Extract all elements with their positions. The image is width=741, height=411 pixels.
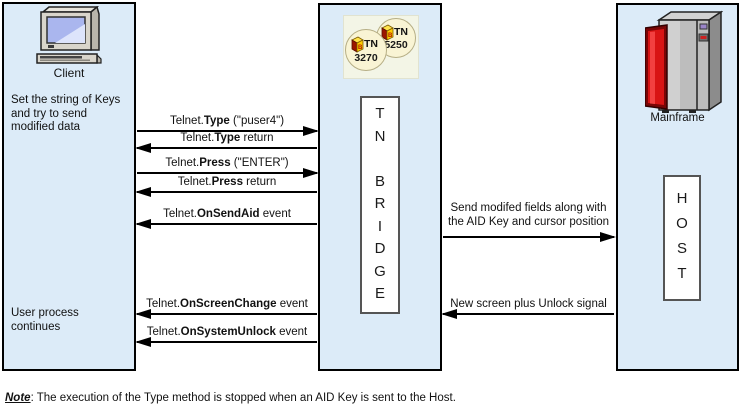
arrowhead-left-icon	[135, 309, 151, 319]
svg-text:B: B	[358, 45, 363, 51]
tn5250-number-label: 5250	[384, 39, 408, 51]
arrow-left	[135, 337, 317, 347]
arrow-right	[137, 126, 319, 136]
tn3270-name-label: TN	[364, 38, 378, 50]
client-label: Client	[53, 66, 85, 80]
message-onscreenchange-event: Telnet.OnScreenChange event	[135, 297, 317, 319]
client-computer-icon	[33, 5, 105, 69]
arrowhead-right-icon	[303, 168, 319, 178]
arrow-left	[135, 309, 317, 319]
message-send-modified-fields: Send modifed fields along with the AID K…	[443, 201, 616, 242]
message-telnet-type-return: Telnet.Type return	[135, 131, 317, 153]
tn3270-number-label: 3270	[354, 52, 378, 64]
arrowhead-left-icon	[135, 219, 151, 229]
tn-bridge-box: T N B R I D G E	[360, 96, 400, 314]
arrow-right	[137, 168, 319, 178]
message-onsystemunlock-event: Telnet.OnSystemUnlock event	[135, 325, 317, 347]
tn5250-name-label: TN	[394, 26, 408, 38]
host-box: H O S T	[663, 175, 701, 301]
arrowhead-left-icon	[135, 143, 151, 153]
tn3270-cube-glyph: B	[350, 36, 364, 58]
arrowhead-left-icon	[135, 187, 151, 197]
client-footer-text: User process continues	[11, 307, 79, 333]
tn-bridge-lifeline-panel: B TN 5250 B TN 3270 T N B R I D G E	[318, 3, 442, 371]
message-telnet-press-call: Telnet.Press ("ENTER")	[137, 156, 319, 178]
tn3270-icon: B TN 3270	[345, 29, 387, 71]
tn-icons-group: B TN 5250 B TN 3270	[343, 15, 419, 79]
client-description: Set the string of Keys and try to send m…	[11, 94, 121, 133]
arrowhead-right-icon	[600, 232, 616, 242]
arrow-left	[135, 219, 317, 229]
arrow-right	[443, 232, 616, 242]
mainframe-server-icon	[644, 10, 724, 119]
tn5250-cube-glyph: B	[380, 24, 394, 46]
arrow-left	[135, 187, 317, 197]
arrow-left	[441, 309, 614, 319]
arrowhead-left-icon	[135, 337, 151, 347]
arrowhead-right-icon	[303, 126, 319, 136]
message-telnet-press-return: Telnet.Press return	[135, 175, 317, 197]
message-telnet-type-call: Telnet.Type ("puser4")	[137, 114, 319, 136]
mainframe-label: Mainframe	[650, 112, 705, 124]
mainframe-lifeline-panel: Mainframe H O S T	[616, 3, 739, 371]
message-new-screen-unlock: New screen plus Unlock signal	[441, 297, 614, 319]
arrowhead-left-icon	[441, 309, 457, 319]
footnote: Note: The execution of the Type method i…	[5, 392, 456, 404]
footnote-label: Note	[5, 392, 31, 404]
client-lifeline-panel: Client Set the string of Keys and try to…	[2, 2, 136, 371]
arrow-left	[135, 143, 317, 153]
message-onsendaid-event: Telnet.OnSendAid event	[135, 207, 317, 229]
svg-text:B: B	[388, 33, 393, 39]
footnote-text: : The execution of the Type method is st…	[30, 392, 456, 404]
